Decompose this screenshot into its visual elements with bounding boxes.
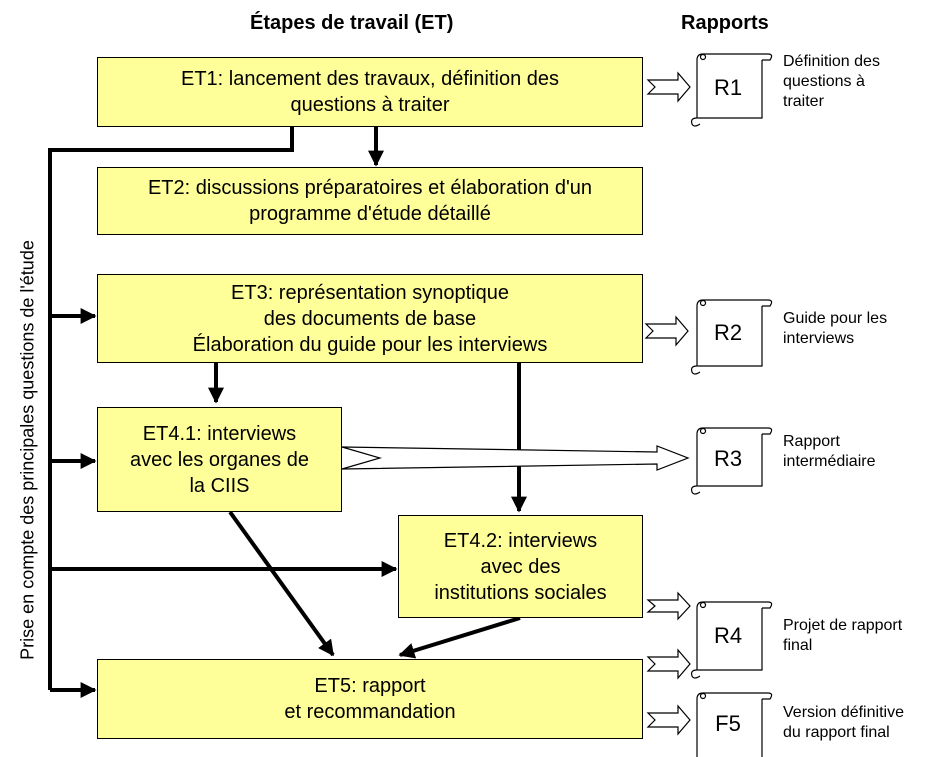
report-label-r2-line-1: Guide pour les xyxy=(783,310,888,327)
bus-arrows xyxy=(50,308,398,698)
step-et5-line-1: ET5: rapport xyxy=(314,675,426,697)
scroll-icon-r3 xyxy=(690,427,773,495)
arrow-et42-to-r4 xyxy=(646,591,691,621)
step-arrows xyxy=(208,127,527,659)
header-steps: Étapes de travail (ET) xyxy=(250,12,454,34)
report-label-r1-line-2: questions à xyxy=(783,73,865,90)
step-et2-line-1: ET2: discussions préparatoires et élabor… xyxy=(147,177,593,199)
step-et42-line-1: ET4.2: interviews xyxy=(443,529,598,552)
report-label-r1-line-3: traiter xyxy=(783,93,824,110)
report-label-f5: Version définitive du rapport final xyxy=(783,703,904,743)
scroll-icons xyxy=(690,53,773,757)
report-code-r2: R2 xyxy=(713,320,743,345)
step-et5: ET5: rapport et recommandation xyxy=(97,659,643,739)
step-et3-line-2: des documents de base xyxy=(263,307,477,330)
step-et42: ET4.2: interviews avec des institutions … xyxy=(398,515,643,618)
report-label-r1-line-1: Définition des xyxy=(783,53,880,70)
report-label-f5-line-1: Version définitive xyxy=(783,704,904,721)
step-et1: ET1: lancement des travaux, définition d… xyxy=(97,57,643,127)
arrow-et5-to-f5 xyxy=(646,704,691,736)
report-code-f5: F5 xyxy=(715,711,741,736)
report-label-r4: Projet de rapport final xyxy=(783,616,902,656)
step-et41-line-3: la CIIS xyxy=(189,474,250,497)
scroll-icon-f5 xyxy=(696,692,773,757)
side-label: Prise en compte des principales question… xyxy=(17,240,38,660)
left-bus-connector xyxy=(48,127,294,690)
report-label-r2: Guide pour les interviews xyxy=(783,309,887,349)
report-label-r2-line-2: interviews xyxy=(783,330,855,347)
step-et41-line-2: avec les organes de xyxy=(129,448,309,471)
step-et3: ET3: représentation synoptique des docum… xyxy=(97,274,643,363)
report-label-f5-line-2: du rapport final xyxy=(783,724,890,741)
arrow-et41-to-et5 xyxy=(228,510,335,657)
step-et5-line-2: et recommandation xyxy=(284,701,456,723)
step-et41: ET4.1: interviews avec les organes de la… xyxy=(97,407,342,512)
arrow-et3-to-r2 xyxy=(644,315,689,347)
report-label-r3-line-2: intermédiaire xyxy=(783,453,876,470)
step-et2: ET2: discussions préparatoires et élabor… xyxy=(97,167,643,235)
report-label-r4-line-1: Projet de rapport xyxy=(783,617,903,634)
scroll-icon-r2 xyxy=(690,299,773,375)
report-code-r4: R4 xyxy=(713,623,743,648)
arrow-et1-to-r1 xyxy=(646,71,691,103)
step-et1-line-2: questions à traiter xyxy=(290,94,450,116)
report-arrows xyxy=(341,71,691,736)
report-label-r4-line-2: final xyxy=(783,637,813,654)
report-label-r1: Définition des questions à traiter xyxy=(783,52,880,112)
report-label-r3-line-1: Rapport xyxy=(783,433,840,450)
report-label-r3: Rapport intermédiaire xyxy=(783,432,875,472)
report-code-r3: R3 xyxy=(713,446,743,471)
step-et3-line-1: ET3: représentation synoptique xyxy=(231,281,509,304)
step-et2-line-2: programme d'étude détaillé xyxy=(249,203,491,225)
arrow-et5-to-r4 xyxy=(646,648,691,680)
scroll-icon-r4 xyxy=(690,601,773,679)
arrow-et42-to-et5 xyxy=(398,616,521,659)
header-reports: Rapports xyxy=(681,12,769,34)
step-et42-line-3: institutions sociales xyxy=(434,581,607,604)
step-et1-line-1: ET1: lancement des travaux, définition d… xyxy=(181,68,559,90)
arrow-et41-to-r3 xyxy=(341,445,690,471)
scroll-icon-r1 xyxy=(690,53,773,127)
side-label-container: Prise en compte des principales question… xyxy=(8,180,48,720)
step-et3-line-3: Élaboration du guide pour les interviews xyxy=(192,333,548,356)
step-et42-line-2: avec des xyxy=(480,555,561,578)
report-code-r1: R1 xyxy=(713,75,743,100)
step-et41-line-1: ET4.1: interviews xyxy=(142,422,297,445)
